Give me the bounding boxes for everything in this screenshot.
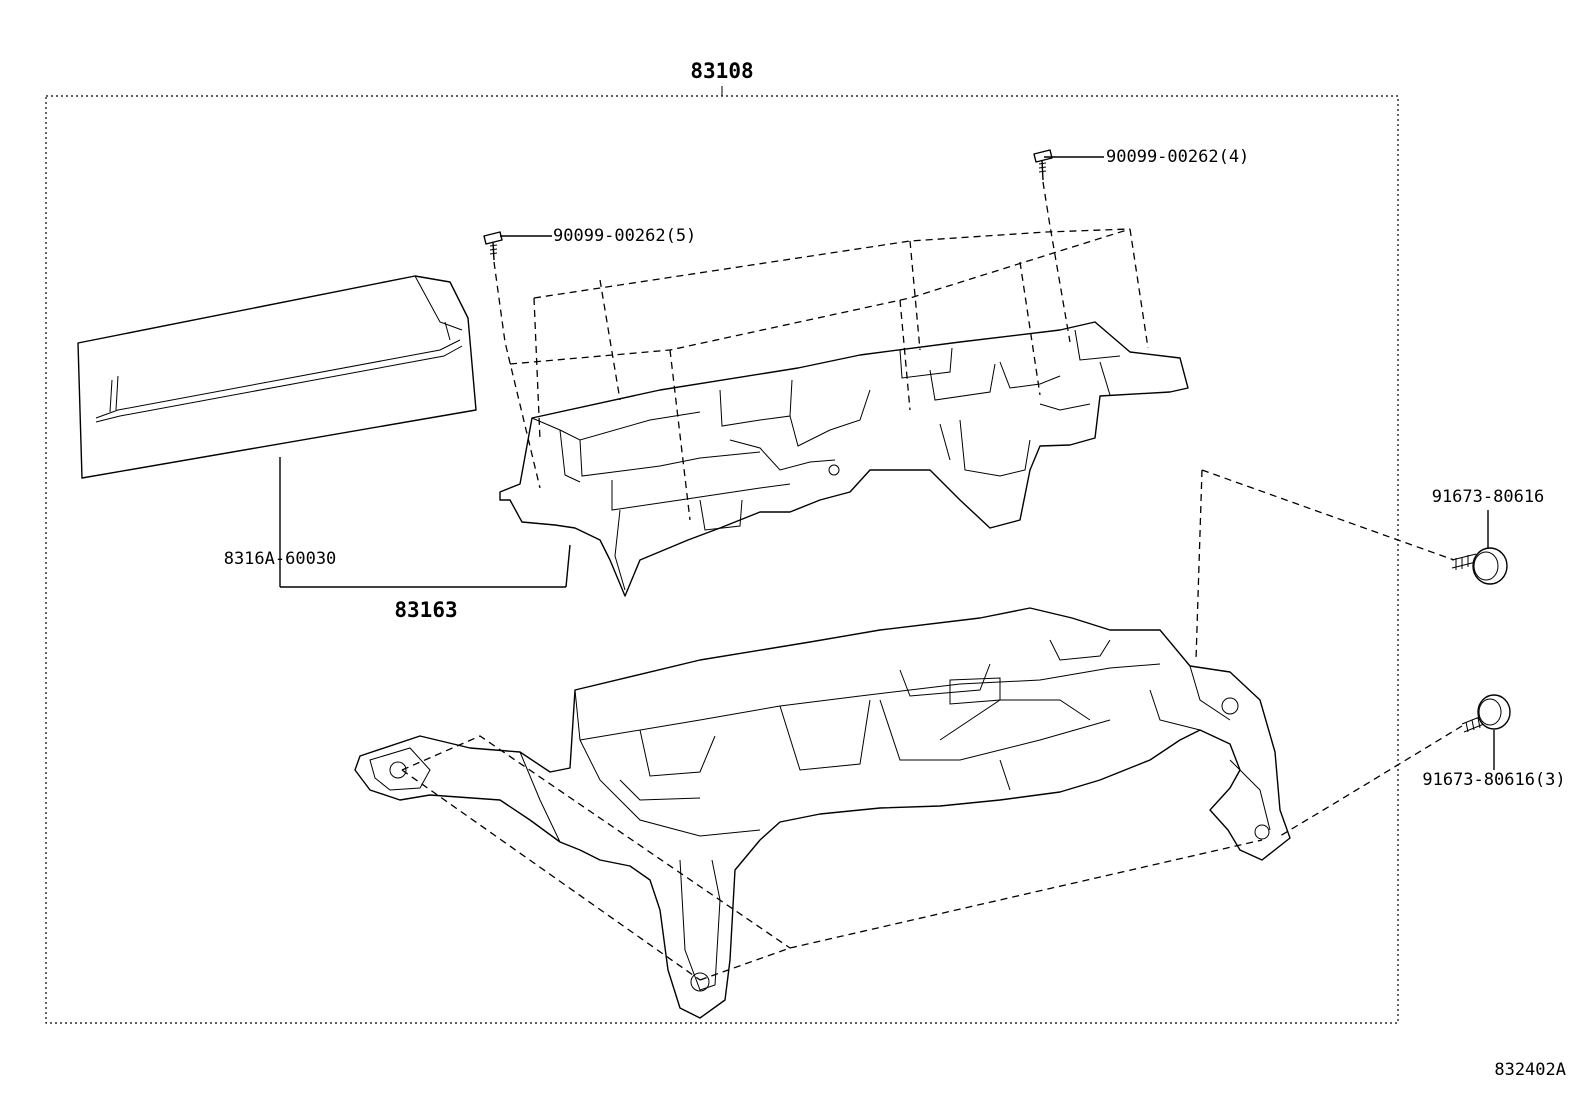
screw-left (483, 231, 503, 261)
lens-part (77, 275, 477, 479)
bolt-upper (1451, 547, 1508, 585)
label-ref-code: 832402A (1494, 1060, 1566, 1080)
meter-housing-part (499, 321, 1189, 597)
screw-right (1033, 149, 1053, 181)
label-bolt-lower: 91673-80616(3) (1422, 770, 1565, 790)
label-screw-top-left: 90099-00262(5) (553, 226, 696, 246)
label-meter-sub: 83163 (394, 598, 457, 622)
label-screw-top-right: 90099-00262(4) (1106, 147, 1249, 167)
label-bolt-upper: 91673-80616 (1432, 487, 1545, 507)
label-assembly: 83108 (690, 59, 753, 83)
leader-lines (279, 156, 1495, 770)
label-lens: 8316A-60030 (224, 549, 337, 569)
lower-bracket-part (354, 607, 1291, 1019)
bolt-lower (1461, 694, 1511, 733)
assembly-dashed-lines (401, 181, 1463, 981)
